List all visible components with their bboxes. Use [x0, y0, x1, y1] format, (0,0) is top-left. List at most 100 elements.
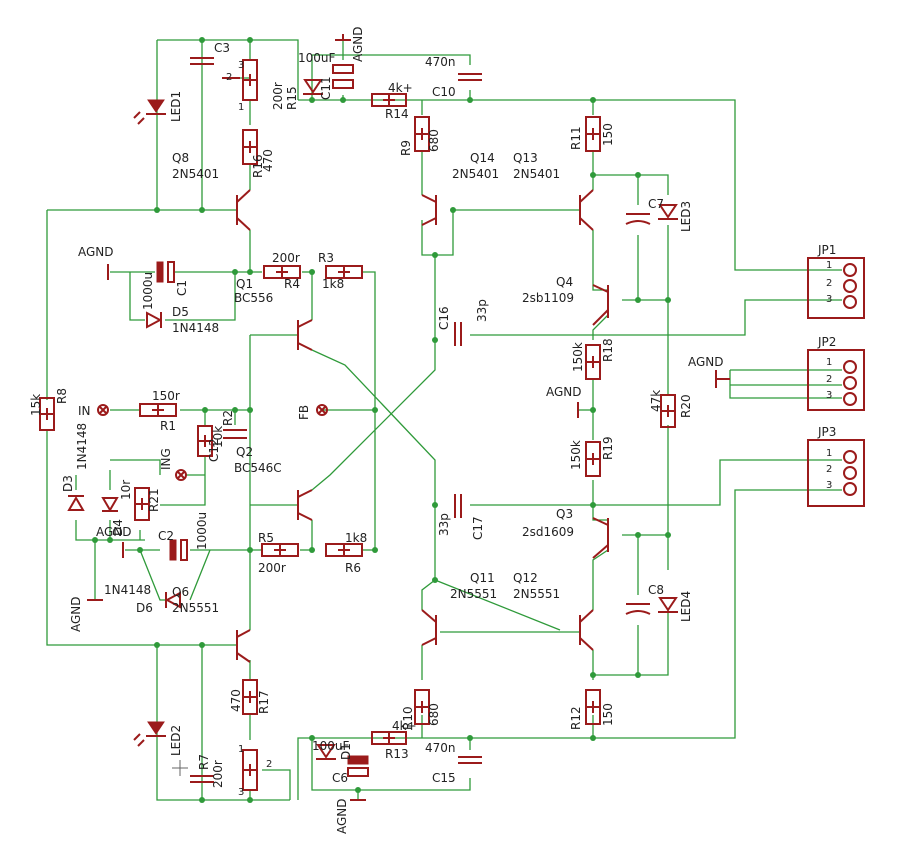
label-r18-value: 150k: [571, 342, 585, 372]
r7-pin3: 3: [238, 787, 244, 798]
label-r17-value: 470: [229, 689, 243, 712]
label-jp2: JP2: [817, 335, 836, 349]
diodes: [67, 79, 678, 760]
label-q4: Q4: [556, 275, 573, 289]
label-r2-value: 10k: [211, 426, 225, 448]
label-r17: R17: [257, 690, 271, 714]
label-jp3: JP3: [817, 425, 836, 439]
label-q1-type: BC556: [234, 291, 273, 305]
resistor-r19: [585, 441, 601, 477]
label-led2: LED2: [169, 725, 183, 756]
label-r15: R15: [285, 86, 299, 110]
capacitor-c1: [156, 261, 164, 283]
pad-ing: [175, 469, 187, 481]
label-d5-type: 1N4148: [172, 321, 219, 335]
label-c1-value: 1000u: [141, 272, 155, 310]
label-d6: D6: [136, 601, 153, 615]
resistor-r4: [263, 265, 301, 279]
label-q2: Q2: [236, 445, 253, 459]
label-r6: R6: [345, 561, 361, 575]
label-led4: LED4: [679, 591, 693, 622]
label-q6-type: 2N5551: [172, 601, 219, 615]
connector-jp1: [807, 257, 865, 319]
label-d4: D4: [111, 519, 125, 536]
trimmer-r15: [242, 59, 258, 101]
label-r12: R12: [569, 706, 583, 730]
label-c16: C16: [437, 306, 451, 330]
resistor-r10: [414, 689, 430, 725]
pads: [97, 404, 328, 481]
label-r21: R21: [147, 488, 161, 512]
resistor-r5: [261, 543, 299, 557]
label-c10-value: 470n: [425, 55, 456, 69]
jp1-pin3-label: 3: [826, 294, 832, 305]
label-r9: R9: [399, 140, 413, 156]
jp3-pin3-label: 3: [826, 480, 832, 491]
label-q13: Q13: [513, 151, 538, 165]
label-r8-value: 15k: [29, 394, 43, 416]
label-q6: Q6: [172, 585, 189, 599]
label-d1: D1: [339, 743, 353, 760]
label-r20-value: 47k: [649, 390, 663, 412]
label-led1: LED1: [169, 91, 183, 122]
label-r5: R5: [258, 531, 274, 545]
diode-d3: [67, 496, 85, 511]
resistor-r20: [660, 394, 676, 428]
capacitors: [156, 57, 651, 783]
label-agnd-c1: AGND: [78, 245, 114, 259]
label-r10-value: 680: [427, 703, 441, 726]
r15-pin2: 2: [226, 72, 232, 83]
label-r16-value: 470: [261, 149, 275, 172]
resistor-r3: [325, 265, 363, 279]
wires: [46, 39, 842, 801]
diode-d7: [303, 79, 323, 94]
label-r3: R3: [318, 251, 334, 265]
r7-pin1: 1: [238, 744, 244, 755]
capacitor-c11: [332, 64, 354, 74]
resistor-r12: [585, 689, 601, 725]
transistors: [236, 189, 609, 663]
label-c1: C1: [175, 280, 189, 296]
label-c16-value: 33p: [475, 299, 489, 322]
grounds: [87, 34, 730, 801]
label-r7-value: 200r: [211, 760, 225, 788]
label-q12: Q12: [513, 571, 538, 585]
resistor-r2: [197, 425, 213, 457]
pad-fb: [316, 404, 328, 416]
resistor-r18: [585, 344, 601, 380]
label-jp1: JP1: [817, 243, 836, 257]
label-c12: C12: [207, 438, 221, 462]
label-q8-type: 2N5401: [172, 167, 219, 181]
label-q12-type: 2N5551: [513, 587, 560, 601]
resistor-r9: [414, 116, 430, 152]
label-agnd-c2: AGND: [96, 525, 132, 539]
label-r11-value: 150: [601, 123, 615, 146]
label-q1: Q1: [236, 277, 253, 291]
r15-pin1: 1: [238, 102, 244, 113]
jp2-pin2-label: 2: [826, 374, 832, 385]
label-r13-value: 4k+: [392, 719, 417, 733]
label-c6-value: 100uF: [312, 739, 350, 753]
label-r1-value: 150r: [152, 389, 180, 403]
resistor-r6: [325, 543, 363, 557]
label-r8: R8: [55, 388, 69, 404]
label-r7: R7: [197, 754, 211, 770]
label-r14: R14: [385, 107, 409, 121]
r15-pin3: 3: [238, 60, 244, 71]
jp3-pin2-label: 2: [826, 464, 832, 475]
label-d3: D3: [61, 475, 75, 492]
label-r19: R19: [601, 436, 615, 460]
label-r16: R16: [251, 154, 265, 178]
label-c3: C3: [214, 41, 230, 55]
label-c11: C11: [319, 76, 333, 100]
label-c6: C6: [332, 771, 348, 785]
connector-jp3: [807, 439, 865, 507]
label-q11: Q11: [470, 571, 495, 585]
label-in: IN: [78, 404, 91, 418]
label-agnd-jp2: AGND: [688, 355, 724, 369]
label-c15: C15: [432, 771, 456, 785]
label-r6-value: 1k8: [345, 531, 367, 545]
label-q3-type: 2sd1609: [522, 525, 574, 539]
